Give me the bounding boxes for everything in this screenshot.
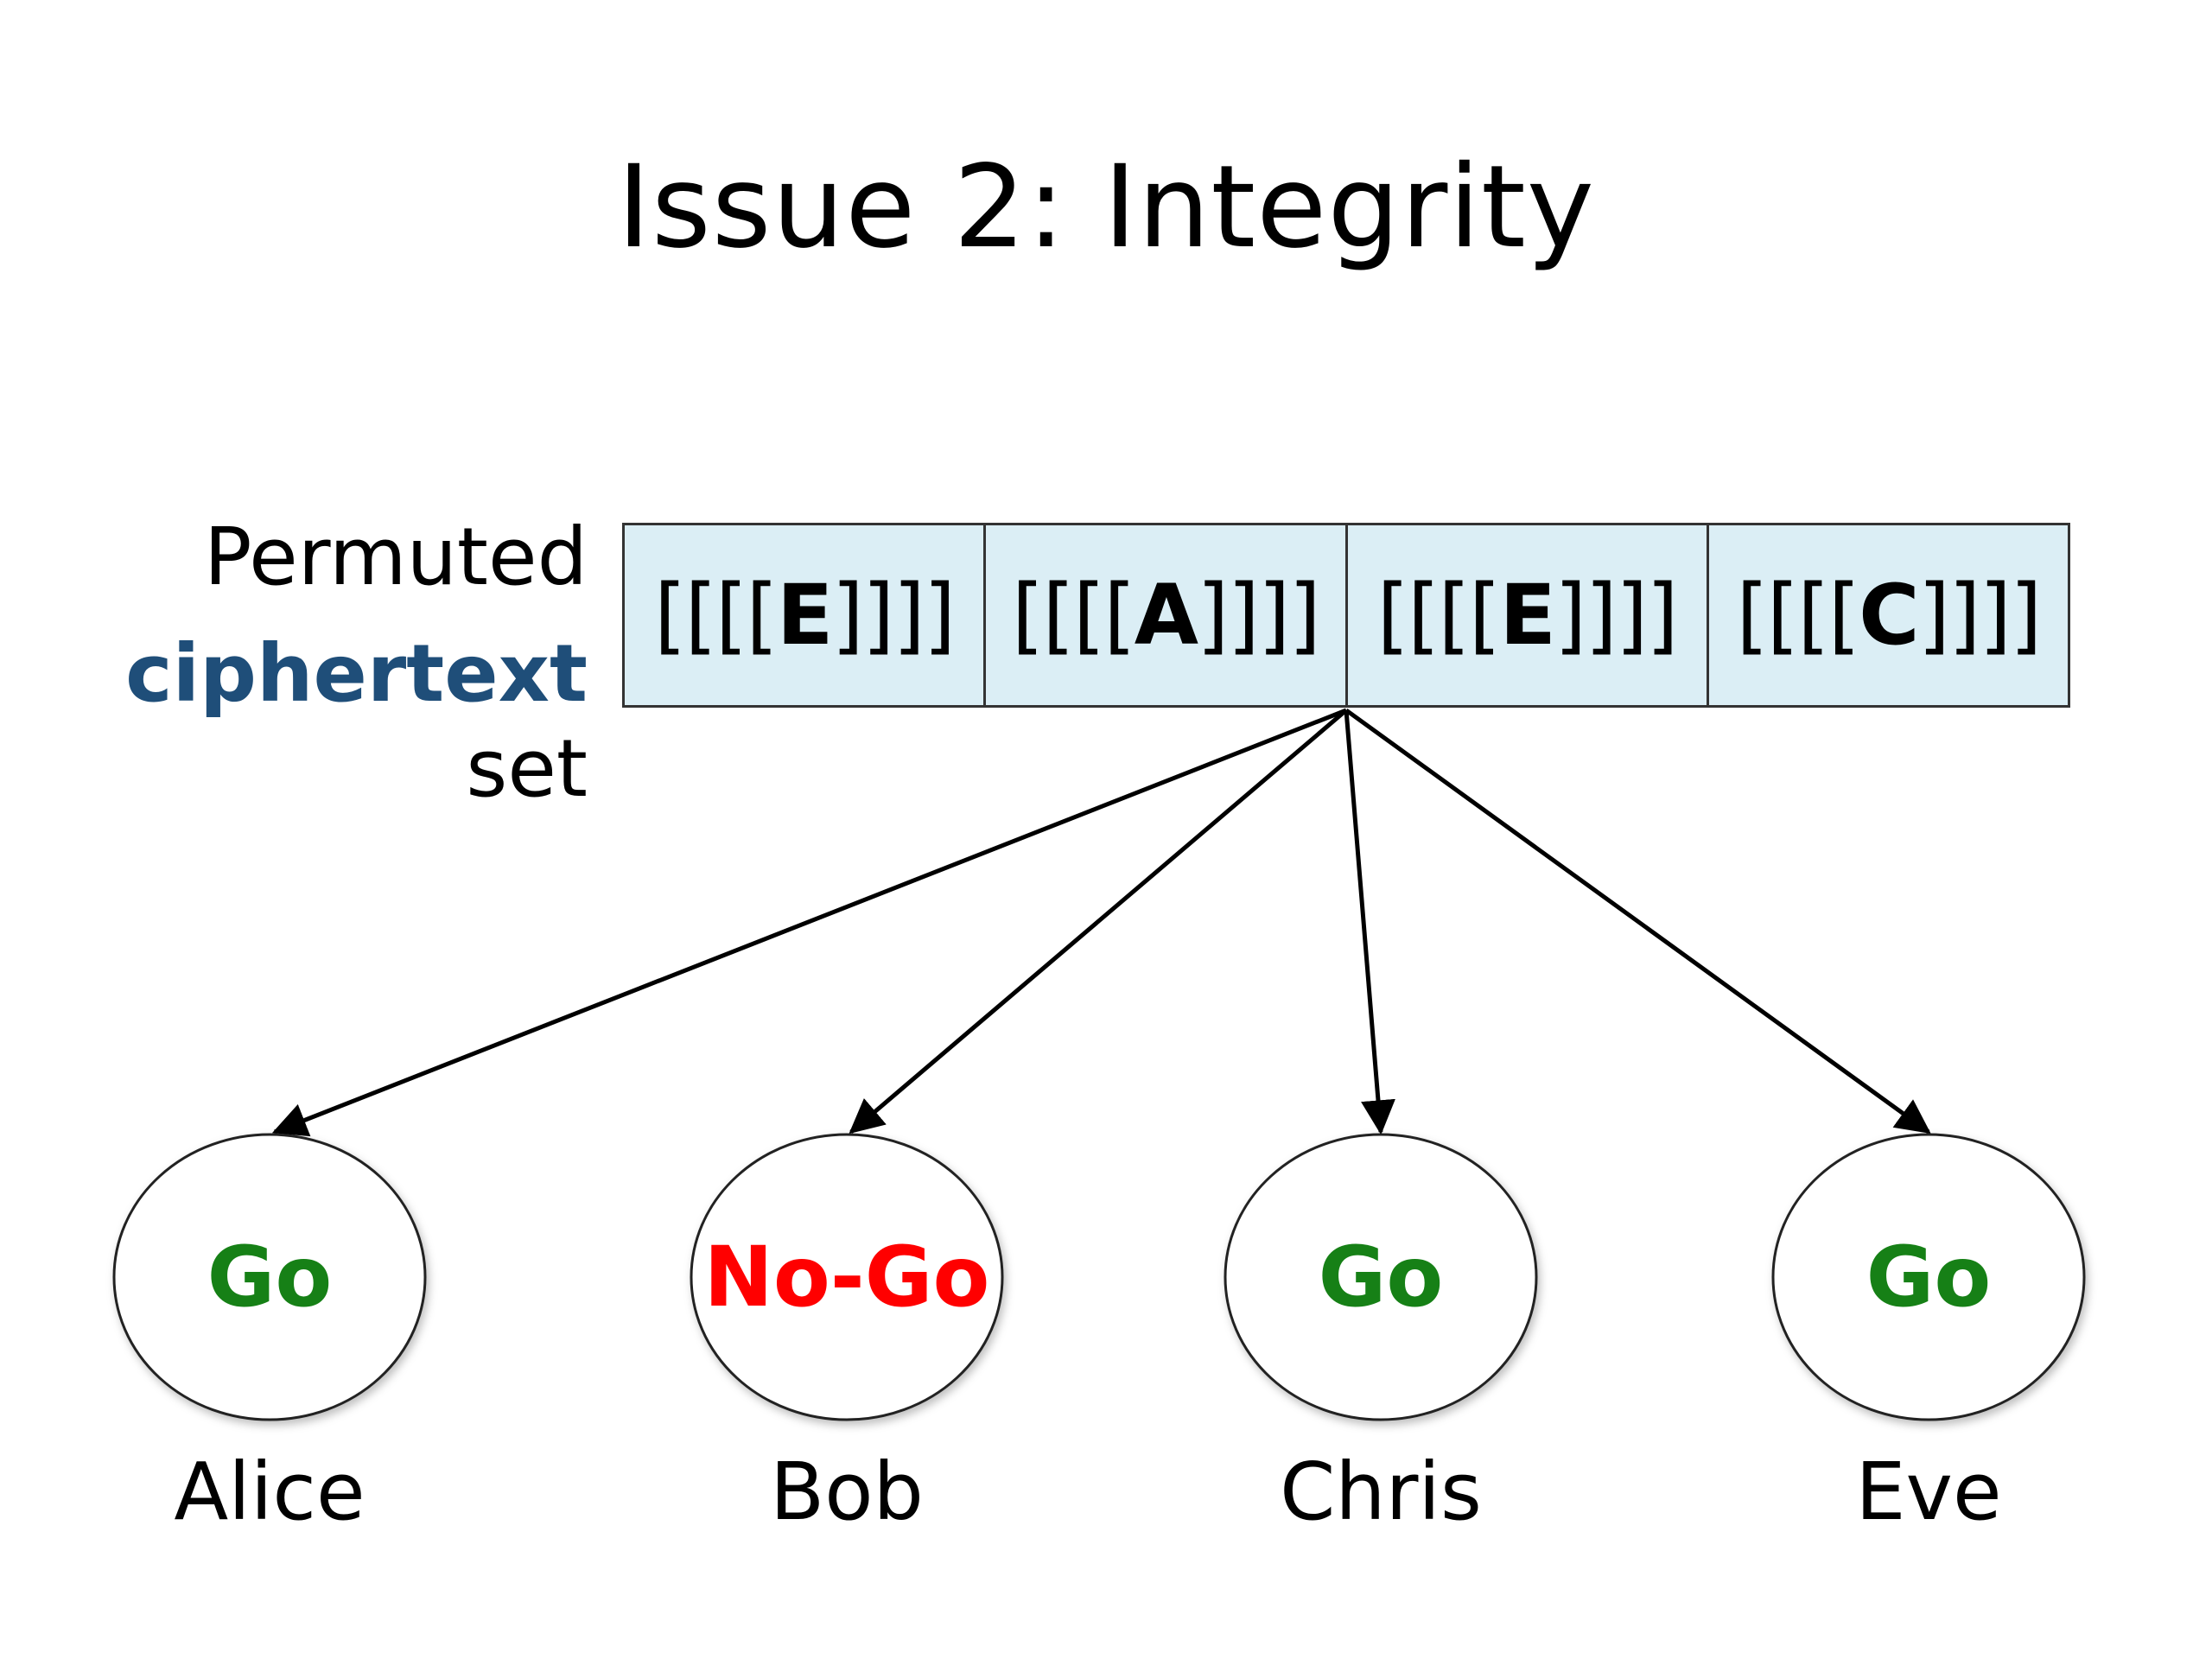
cipher-prefix: [[[[ [1736, 567, 1860, 664]
node-bob-name: Bob [770, 1446, 924, 1538]
ciphertext-cell-3: [[[[E]]]] [1344, 525, 1707, 705]
arrow-to-chris [1344, 709, 1395, 1135]
cipher-suffix: ]]]] [1554, 567, 1679, 664]
cipher-prefix: [[[[ [654, 567, 779, 664]
cipher-suffix: ]]]] [831, 567, 956, 664]
cipher-prefix: [[[[ [1011, 567, 1136, 664]
node-eve-circle [1771, 1133, 2086, 1421]
node-bob-circle [690, 1133, 1004, 1421]
node-bob-verdict: No-Go [703, 1229, 990, 1325]
set-label-line2: ciphertext set [0, 626, 588, 817]
ciphertext-cell-2: [[[[A]]]] [983, 525, 1344, 705]
cipher-suffix: ]]]] [1917, 567, 2043, 664]
cipher-letter: E [1499, 567, 1556, 664]
ciphertext-cell-1: [[[[E]]]] [625, 525, 983, 705]
arrow-to-alice [271, 708, 1347, 1137]
node-eve-name: Eve [1855, 1446, 2002, 1538]
set-label-permuted: Permuted [203, 511, 588, 603]
node-chris-verdict: Go [1318, 1229, 1444, 1325]
node-alice-circle [112, 1133, 427, 1421]
ciphertext-cell-4: [[[[C]]]] [1706, 525, 2068, 705]
node-alice-verdict: Go [207, 1229, 333, 1325]
node-chris-circle [1224, 1133, 1538, 1421]
cipher-prefix: [[[[ [1376, 567, 1502, 664]
ciphertext-set: [[[[E]]]] [[[[A]]]] [[[[E]]]] [[[[C]]]] [622, 523, 2070, 708]
node-eve-verdict: Go [1866, 1229, 1992, 1325]
cipher-letter: E [776, 567, 834, 664]
cipher-suffix: ]]]] [1197, 567, 1321, 664]
arrow-to-bob [849, 709, 1348, 1135]
cipher-letter: A [1134, 567, 1198, 664]
arrow-to-eve [1344, 708, 1931, 1135]
node-alice-name: Alice [174, 1446, 365, 1538]
cipher-letter: C [1859, 567, 1919, 664]
set-label-ciphertext: ciphertext [125, 627, 588, 720]
set-label-line1: Permuted [0, 510, 588, 605]
node-chris-name: Chris [1280, 1446, 1482, 1538]
set-label-set: set [466, 722, 588, 815]
slide-title: Issue 2: Integrity [617, 141, 1595, 274]
